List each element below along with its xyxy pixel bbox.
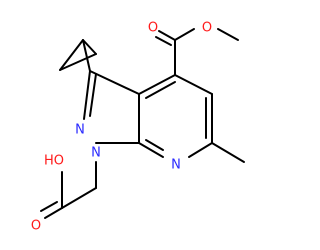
bond	[82, 39, 91, 72]
bond	[158, 30, 176, 41]
bond	[59, 39, 84, 71]
bonds	[40, 28, 245, 219]
bond	[138, 142, 164, 158]
bond	[138, 74, 176, 95]
bond	[40, 201, 58, 212]
bond	[145, 139, 164, 151]
bond	[145, 81, 176, 99]
bond	[188, 142, 213, 158]
bond	[89, 73, 97, 117]
hydroxyl-group: HO	[44, 154, 64, 169]
bond	[59, 53, 97, 71]
nitrogen-atom-n2: N	[75, 123, 85, 138]
bond	[217, 28, 239, 41]
chemical-structure: N N N O O HO O	[31, 21, 245, 234]
bond	[174, 28, 195, 41]
bond	[89, 70, 140, 95]
oxygen-atom-ester: O	[202, 21, 212, 36]
bond	[211, 142, 245, 163]
atom-labels: N N N O O HO O	[31, 21, 212, 234]
bond	[83, 70, 91, 120]
bond	[174, 74, 213, 95]
bond	[82, 39, 97, 55]
oxygen-atom-carbonyl-ester: O	[148, 21, 158, 36]
bond	[44, 207, 63, 219]
bond	[155, 36, 172, 46]
nitrogen-atom-n7: N	[171, 158, 181, 173]
oxygen-atom-carbonyl-acid: O	[31, 219, 41, 234]
nitrogen-atom-n1: N	[91, 146, 101, 161]
bond	[61, 187, 97, 209]
